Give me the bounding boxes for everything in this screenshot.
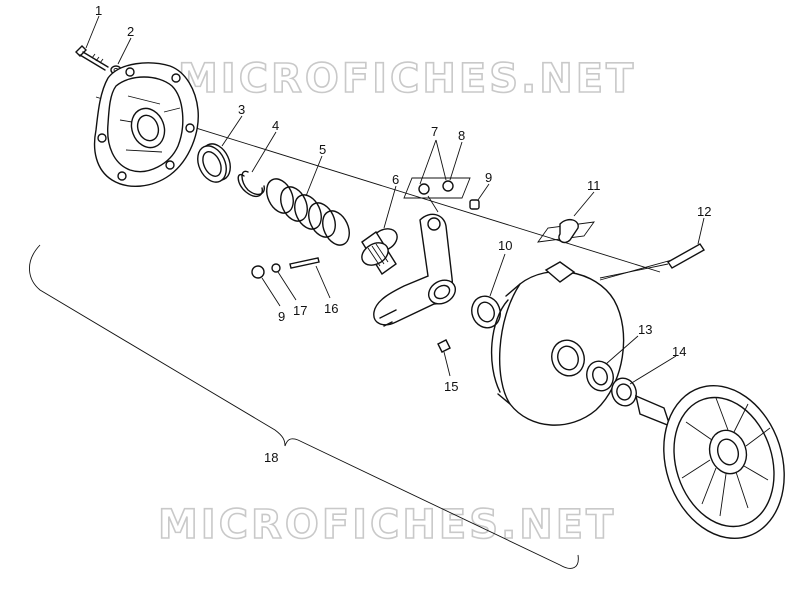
callout-9-upper: 9 — [485, 170, 492, 185]
nut-part-upper — [469, 199, 480, 210]
dowel-part — [271, 263, 281, 273]
callout-6: 6 — [392, 172, 399, 187]
callout-9-lower: 9 — [278, 309, 285, 324]
callout-3: 3 — [238, 102, 245, 117]
bushing-part-13 — [586, 360, 614, 392]
spider-arm — [373, 213, 457, 327]
callout-7: 7 — [431, 124, 438, 139]
fixed-sheave-wheel — [635, 384, 785, 540]
plug-part-lower — [251, 265, 265, 279]
sheave-part — [490, 261, 625, 426]
callout-18: 18 — [264, 450, 278, 465]
callout-4: 4 — [272, 118, 279, 133]
callout-14: 14 — [672, 344, 686, 359]
callout-17: 17 — [293, 303, 307, 318]
callout-16: 16 — [324, 301, 338, 316]
pin-part — [599, 243, 706, 279]
roller-part — [361, 228, 398, 276]
nut-pair-part — [403, 177, 471, 213]
callout-10: 10 — [498, 238, 512, 253]
callout-1: 1 — [95, 3, 102, 18]
bolt-part — [75, 45, 109, 71]
callout-11: 11 — [587, 178, 601, 193]
callout-8: 8 — [458, 128, 465, 143]
callout-15: 15 — [444, 379, 458, 394]
leader-lines — [85, 15, 705, 385]
washer-part-10 — [471, 295, 501, 329]
callout-5: 5 — [319, 142, 326, 157]
watermark-bottom: MICROFICHES.NET — [158, 502, 616, 548]
clip-part — [537, 218, 595, 244]
callout-12: 12 — [697, 204, 711, 219]
cover-plate — [93, 62, 199, 188]
nut-part-15 — [437, 339, 451, 353]
callout-13: 13 — [638, 322, 652, 337]
pin-part-16 — [289, 257, 320, 269]
assembly-bracket — [29, 244, 579, 569]
bushing-part — [197, 143, 231, 183]
ring-part-14 — [611, 377, 637, 407]
callout-2: 2 — [127, 24, 134, 39]
spring-part — [266, 178, 350, 246]
watermark-top: MICROFICHES.NET — [178, 56, 636, 102]
